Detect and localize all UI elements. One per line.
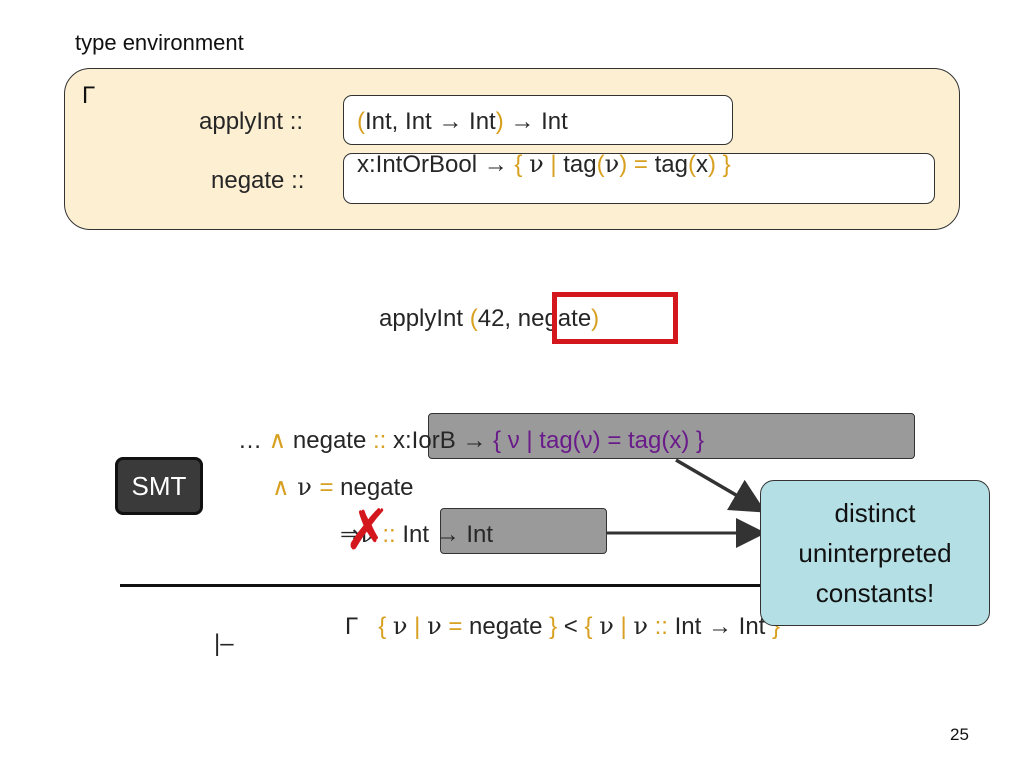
negate-label: negate :: [211, 167, 305, 194]
negate-type: x:IntOrBool → { ν | tag(ν) = tag(x) } [357, 150, 731, 178]
constraint-line-1: … ∧ negate :: x:IorB → { ν | tag(ν) = ta… [238, 427, 705, 454]
smt-badge: SMT [115, 457, 203, 515]
callout-line-2: uninterpreted [798, 538, 952, 568]
int-arrow-highlight [440, 508, 607, 554]
applyint-label: applyInt :: [199, 108, 304, 135]
turnstile-symbol: |– [214, 630, 234, 657]
applyint-type: (Int, Int → Int) → Int [357, 108, 568, 135]
smt-label: SMT [131, 470, 187, 501]
highlight-box [552, 292, 678, 344]
cross-mark-icon: ✗ [344, 498, 391, 563]
gamma-symbol: Γ [82, 82, 96, 109]
divider-line [120, 584, 765, 587]
negate-type-box [343, 153, 935, 204]
arrow-from-type [675, 458, 767, 513]
distinct-constants-callout: distinct uninterpreted constants! [760, 480, 990, 626]
section-title: type environment [75, 30, 244, 55]
constraint-line-3: ⇒ν :: Int → Int [340, 520, 494, 548]
callout-line-3: constants! [815, 578, 935, 608]
applyint-type-box [343, 95, 733, 145]
page-number: 25 [950, 725, 969, 744]
applyint-expression: applyInt (42, negate) [379, 305, 600, 332]
subtyping-judgment: Γ { ν | ν = negate } < { ν | ν :: Int → … [345, 612, 781, 640]
negate-type-highlight [428, 413, 915, 459]
constraint-line-2: ∧ ν = negate [272, 473, 414, 501]
callout-line-1: distinct [834, 498, 916, 528]
